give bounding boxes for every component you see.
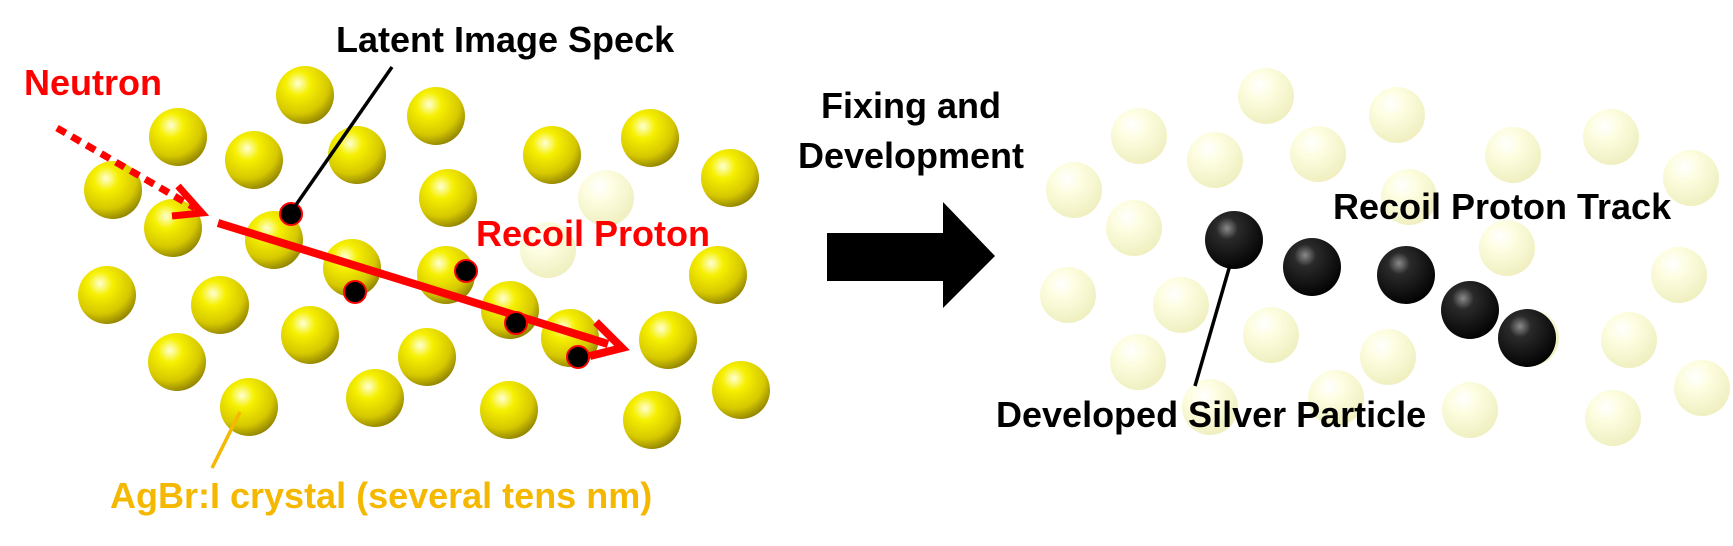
process-label-line1: Fixing and [821, 85, 1001, 126]
crystal-sphere [623, 391, 681, 449]
crystal-sphere [148, 333, 206, 391]
faded-crystal [578, 170, 634, 226]
faded-crystal [1601, 312, 1657, 368]
faded-crystal [1243, 307, 1299, 363]
faded-crystal [1674, 360, 1730, 416]
faded-crystal [1651, 247, 1707, 303]
silver-particle-leader [1193, 264, 1232, 387]
crystal-sphere [149, 108, 207, 166]
crystal-sphere [225, 131, 283, 189]
latent-speck [454, 259, 478, 283]
recoil-proton-track-label: Recoil Proton Track [1333, 186, 1672, 227]
silver-particle-track [1205, 211, 1556, 367]
latent-speck [343, 280, 367, 304]
faded-crystal [1182, 379, 1238, 435]
crystal-sphere [712, 361, 770, 419]
faded-crystal [1308, 370, 1364, 426]
recoil-proton-label: Recoil Proton [476, 213, 710, 254]
faded-crystal [1583, 109, 1639, 165]
crystal-sphere [78, 266, 136, 324]
faded-crystal [1187, 132, 1243, 188]
crystal-sphere [220, 378, 278, 436]
crystal-sphere [398, 328, 456, 386]
recoil-proton-path [216, 219, 610, 348]
faded-crystal [1485, 127, 1541, 183]
neutron-label: Neutron [24, 62, 162, 103]
latent-specks [279, 202, 590, 369]
latent-speck [504, 311, 528, 335]
crystal-sphere [191, 276, 249, 334]
crystal-sphere [701, 149, 759, 207]
process-label-line2: Development [798, 135, 1024, 176]
crystal-sphere [84, 161, 142, 219]
faded-crystal-group [1040, 68, 1730, 446]
faded-crystal [1369, 87, 1425, 143]
faded-crystal [1111, 108, 1167, 164]
silver-particle [1377, 246, 1435, 304]
crystal-sphere [419, 169, 477, 227]
recoil-proton-arrowhead [589, 319, 630, 360]
faded-crystal [1585, 390, 1641, 446]
faded-crystal [1153, 277, 1209, 333]
crystal-sphere [328, 126, 386, 184]
crystal-sphere [621, 109, 679, 167]
faded-crystal [1663, 150, 1719, 206]
crystal-leader [210, 411, 242, 469]
crystal-sphere [639, 311, 697, 369]
neutron-arrowhead [171, 183, 210, 220]
right-arrow-icon [827, 202, 995, 308]
crystal-sphere [523, 126, 581, 184]
crystal-sphere [346, 369, 404, 427]
crystal-sphere [480, 381, 538, 439]
silver-particle [1205, 211, 1263, 269]
silver-particle [1283, 238, 1341, 296]
silver-particle [1441, 281, 1499, 339]
crystal-label: AgBr:I crystal (several tens nm) [110, 475, 652, 516]
latent-speck [566, 345, 590, 369]
faded-crystal [1046, 162, 1102, 218]
crystal-group [78, 66, 770, 449]
faded-crystal [1381, 169, 1437, 225]
faded-crystal [520, 222, 576, 278]
right-developed-field [1040, 68, 1730, 446]
developed-silver-particle-label: Developed Silver Particle [996, 394, 1426, 435]
silver-particle [1498, 309, 1556, 367]
latent-speck-leader [289, 65, 394, 214]
faded-crystal [1106, 200, 1162, 256]
neutron-path [55, 124, 197, 212]
crystal-sphere [407, 87, 465, 145]
faded-crystal [1442, 382, 1498, 438]
left-crystal-field [55, 65, 770, 469]
latent-image-speck-label: Latent Image Speck [336, 19, 675, 60]
faded-crystal [1040, 267, 1096, 323]
crystal-sphere [281, 306, 339, 364]
crystal-sphere [689, 246, 747, 304]
crystal-sphere [276, 66, 334, 124]
faded-crystal [1479, 220, 1535, 276]
faded-crystal [1360, 329, 1416, 385]
latent-speck [279, 202, 303, 226]
faded-crystal [1290, 126, 1346, 182]
faded-crystal [1238, 68, 1294, 124]
faded-crystal [1110, 334, 1166, 390]
